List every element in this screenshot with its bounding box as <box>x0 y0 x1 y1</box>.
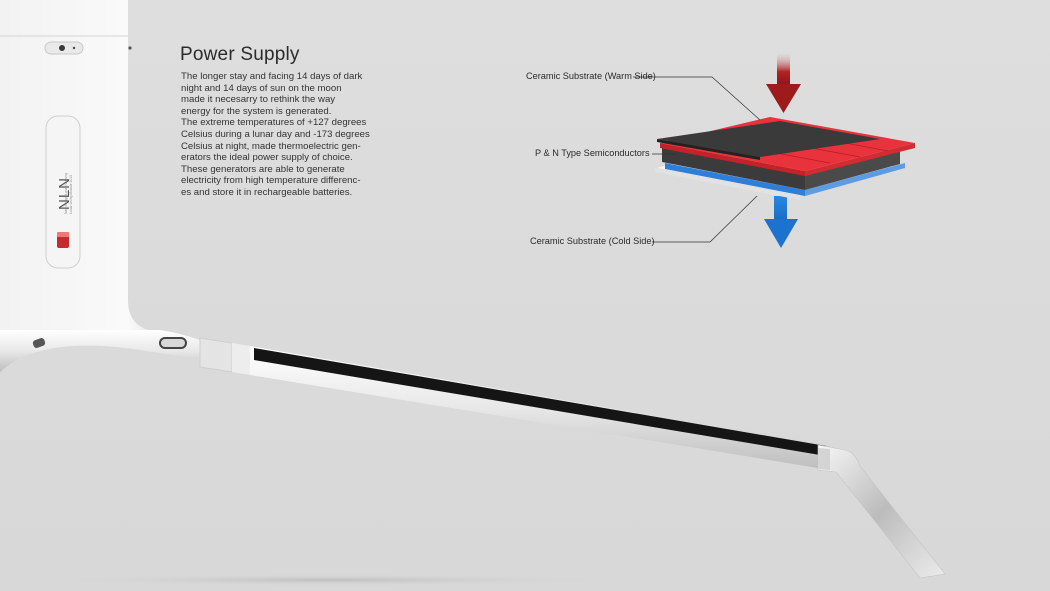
vent-slot <box>32 338 46 348</box>
paragraph-line: night and 14 days of sun on the moon <box>181 82 342 94</box>
battery-logo-highlight <box>57 232 69 237</box>
semiconductor-layer <box>662 145 900 190</box>
foot-collar <box>818 448 830 470</box>
leg-joint <box>0 330 205 372</box>
label-warm-side: Ceramic Substrate (Warm Side) <box>526 71 656 81</box>
floor-shadow <box>30 574 630 586</box>
leader-cold <box>652 195 758 243</box>
leg-collar <box>199 337 233 373</box>
paragraph-line: energy for the system is generated. <box>181 105 332 117</box>
leg-foot <box>817 444 946 579</box>
paragraph-line: erators the ideal power supply of choice… <box>181 152 353 164</box>
leg-collar-2 <box>232 343 250 375</box>
sensor-dot-icon <box>72 46 76 50</box>
section-title: Power Supply <box>180 44 300 65</box>
label-cold-side: Ceramic Substrate (Cold Side) <box>530 236 655 246</box>
arrow-down-red-icon <box>766 54 801 113</box>
camera-lens-icon <box>59 45 65 51</box>
leader-warm <box>633 76 761 121</box>
release-latch <box>159 337 187 349</box>
side-button-icon <box>128 46 132 50</box>
leg-stripe <box>254 348 826 456</box>
paragraph-line: Celsius at night, made thermoelectric ge… <box>181 140 361 152</box>
section-paragraph: The longer stay and facing 14 days of da… <box>181 71 371 199</box>
fine-print-line-2: Lunar Living Module 2013 <box>69 174 73 214</box>
paragraph-line: electricity from high temperature differ… <box>181 175 361 187</box>
paragraph-line: The extreme temperatures of +127 degrees <box>181 117 367 129</box>
paragraph-line: Celsius during a lunar day and -173 degr… <box>181 128 370 140</box>
label-semiconductors: P & N Type Semiconductors <box>535 148 650 158</box>
paragraph-line: es and store it in rechargeable batterie… <box>181 186 353 198</box>
paragraph-line: made it necesarry to rethink the way <box>181 94 336 106</box>
fine-print-line-1: Nachhaltige Lunar Nutzung <box>64 172 68 214</box>
arrow-down-blue-icon <box>764 196 798 248</box>
n-type-strip <box>665 163 905 196</box>
label-plate <box>45 115 81 269</box>
paragraph-line: The longer stay and facing 14 days of da… <box>181 71 363 82</box>
paragraph-line: These generators are able to generate <box>181 163 345 175</box>
warm-plate <box>657 121 880 160</box>
